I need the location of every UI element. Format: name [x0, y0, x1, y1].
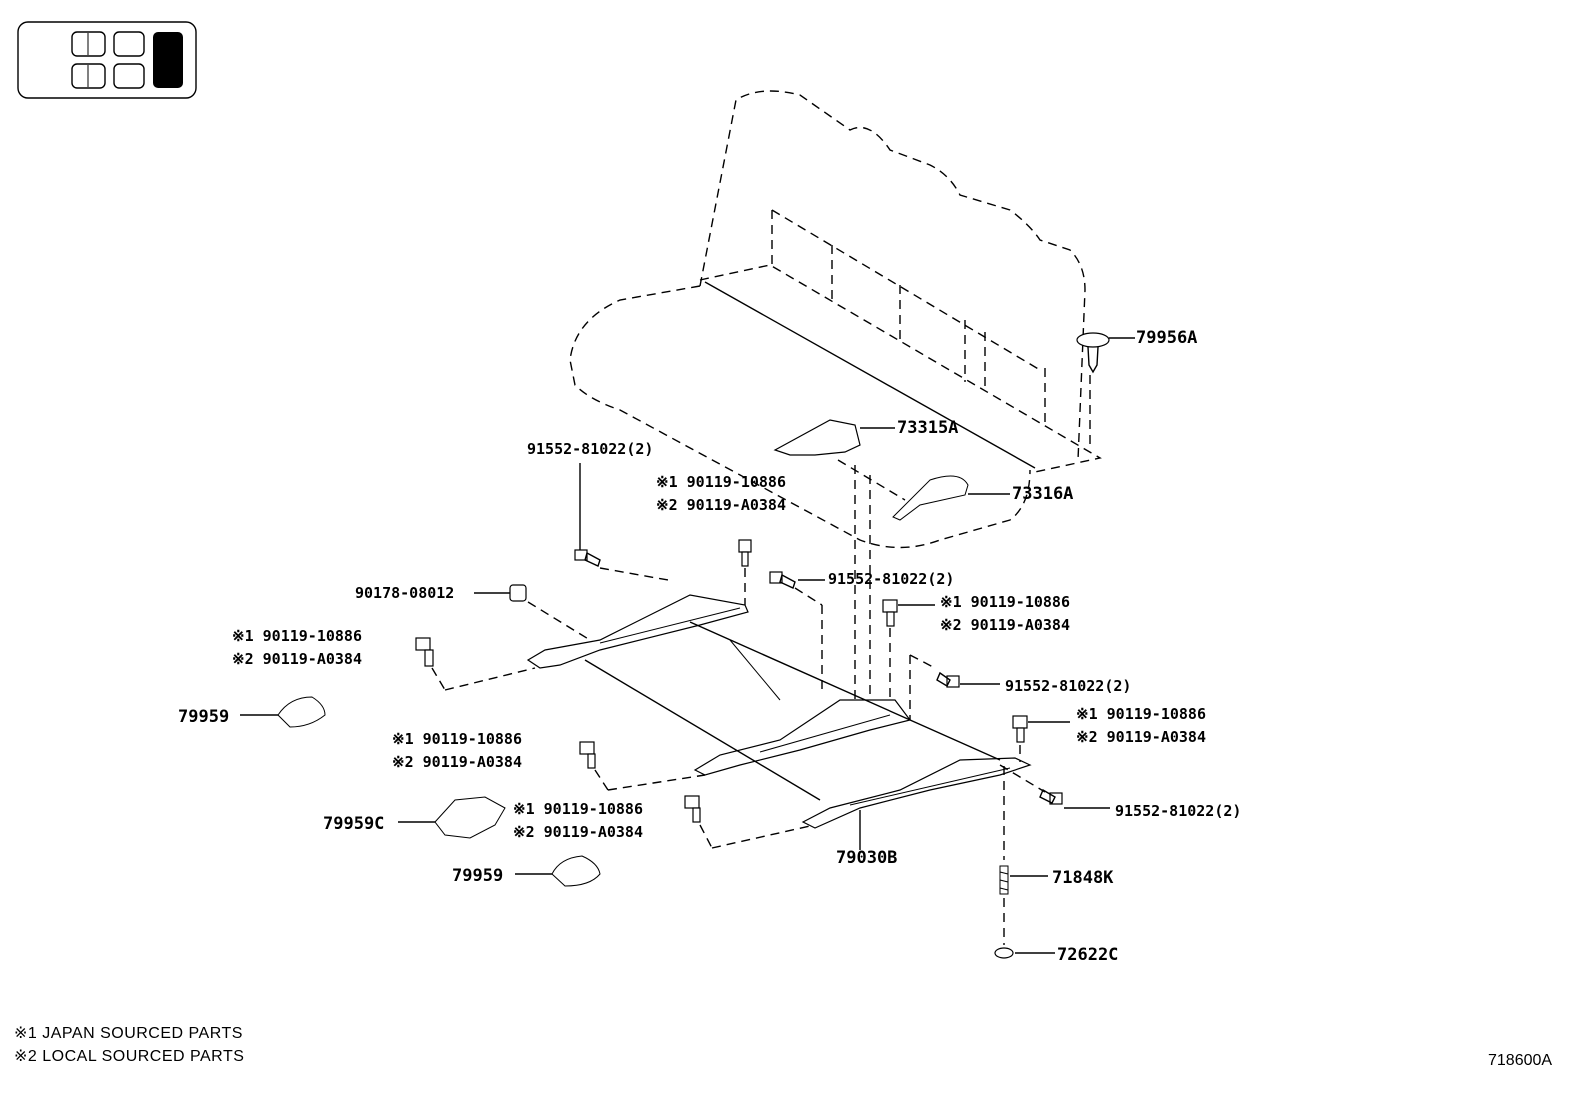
bolt-90119-f	[684, 795, 811, 849]
callout-90119-j1-f: ※1 90119-10886	[513, 800, 643, 818]
note-japan-sourced: ※1 JAPAN SOURCED PARTS	[14, 1025, 243, 1042]
bolt-91552-a	[574, 463, 669, 581]
callout-90119-j2-e: ※2 90119-A0384	[392, 753, 522, 771]
callout-73315A: 73315A	[897, 418, 958, 438]
bolt-91552-b	[769, 571, 825, 606]
callout-90119-j1-a: ※1 90119-10886	[656, 473, 786, 491]
callout-90119-j2-d: ※2 90119-A0384	[1076, 728, 1206, 746]
bolt-91552-c	[909, 654, 1000, 720]
callout-90119-j2-f: ※2 90119-A0384	[513, 823, 643, 841]
callout-79959C: 79959C	[323, 814, 384, 834]
bolt-90119-c	[882, 599, 935, 700]
clip-79956A	[1076, 332, 1135, 374]
nut-72622C	[994, 947, 1055, 959]
callout-91552-b: 91552-81022(2)	[828, 570, 954, 588]
callout-73316A: 73316A	[1012, 484, 1073, 504]
bolt-90119-b	[415, 637, 536, 691]
bolt-90119-a	[738, 539, 752, 605]
callout-72622C: 72622C	[1057, 945, 1118, 965]
callout-79030B: 79030B	[836, 848, 897, 868]
callout-91552-a: 91552-81022(2)	[527, 440, 653, 458]
pad-79959-b	[515, 855, 601, 887]
nut-90178	[474, 584, 591, 641]
callout-90178: 90178-08012	[355, 584, 454, 602]
bolt-90119-e	[579, 741, 706, 791]
callout-90119-j2-c: ※2 90119-A0384	[940, 616, 1070, 634]
callout-91552-d: 91552-81022(2)	[1115, 802, 1241, 820]
pad-79959-a	[240, 696, 326, 728]
callout-79959-b: 79959	[452, 866, 503, 886]
seat-cushion-outline	[569, 90, 1102, 549]
callout-90119-j2-b: ※2 90119-A0384	[232, 650, 362, 668]
callout-90119-j2-a: ※2 90119-A0384	[656, 496, 786, 514]
note-local-sourced: ※2 LOCAL SOURCED PARTS	[14, 1048, 245, 1065]
seat-position-icon	[17, 21, 197, 99]
seat-frame-79030B	[526, 465, 1032, 850]
callout-71848K: 71848K	[1052, 868, 1114, 888]
cover-73316A	[892, 475, 1010, 521]
bolt-91552-d	[999, 764, 1110, 809]
callout-79959-a: 79959	[178, 707, 229, 727]
screw-71848K	[999, 766, 1048, 945]
callout-90119-j1-d: ※1 90119-10886	[1076, 705, 1206, 723]
callout-90119-j1-b: ※1 90119-10886	[232, 627, 362, 645]
cover-73315A	[773, 419, 906, 501]
bolt-90119-d	[1012, 715, 1070, 762]
figure-code: 718600A	[1488, 1052, 1553, 1069]
callout-90119-j1-c: ※1 90119-10886	[940, 593, 1070, 611]
callout-79956A: 79956A	[1136, 328, 1197, 348]
highlighted-seat-icon	[153, 32, 183, 88]
callout-90119-j1-e: ※1 90119-10886	[392, 730, 522, 748]
callout-91552-c: 91552-81022(2)	[1005, 677, 1131, 695]
pad-79959C	[398, 796, 506, 839]
